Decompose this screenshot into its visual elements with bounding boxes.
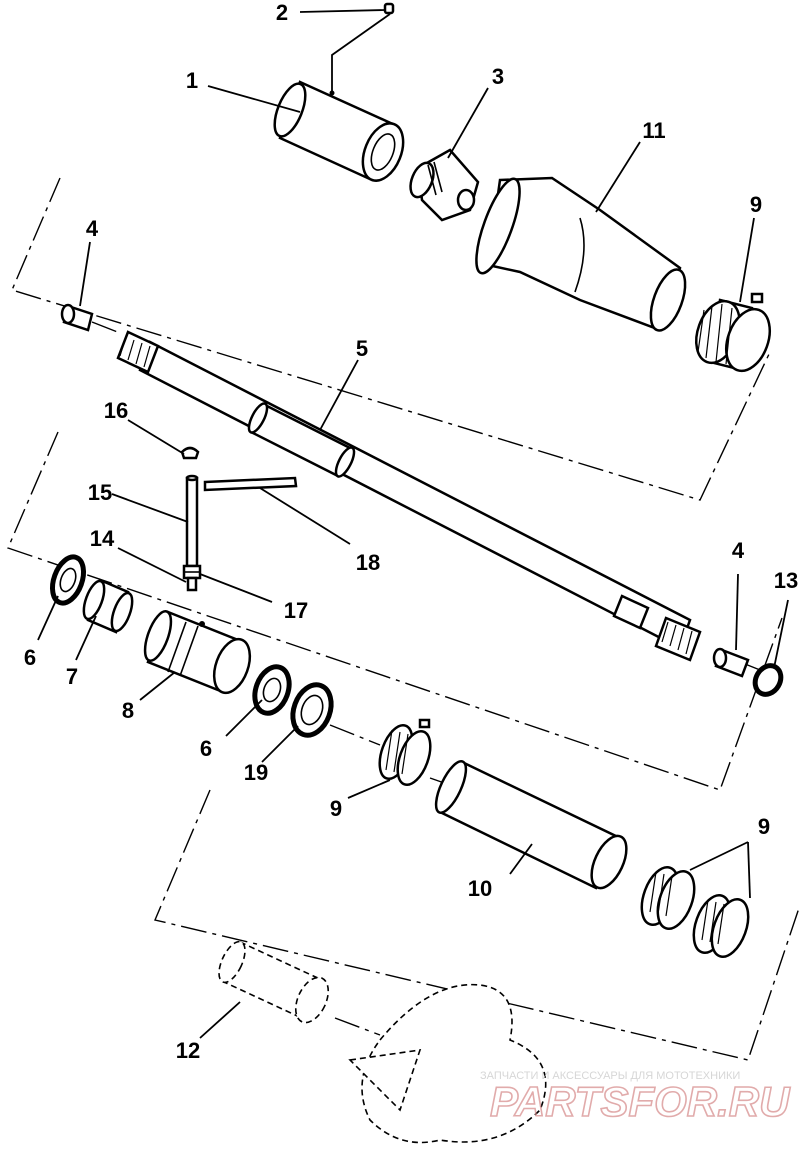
part-18-cable-tie <box>203 476 298 492</box>
part-4-plug-left <box>60 303 94 332</box>
callout-6-right: 6 <box>200 736 212 761</box>
part-4-plug-right <box>712 647 750 678</box>
watermark-tagline: ЗАПЧАСТИ И АКСЕССУАРЫ ДЛЯ МОТОТЕХНИКИ <box>480 1070 740 1082</box>
callout-9-top: 9 <box>750 192 762 217</box>
callout-4-right: 4 <box>732 538 745 563</box>
callout-3: 3 <box>492 64 504 89</box>
part-2-screw <box>383 2 395 15</box>
part-16-cap <box>180 446 200 460</box>
part-11-boot <box>475 176 687 332</box>
part-9-clamp-top <box>695 292 771 373</box>
callout-8: 8 <box>122 698 134 723</box>
part-19-bearing <box>290 682 334 738</box>
part-3-elbow-fitting <box>409 148 480 222</box>
part-6-seal-left <box>49 554 87 606</box>
part-13-o-ring <box>752 663 784 697</box>
callout-2: 2 <box>276 0 288 25</box>
callout-9-bottom: 9 <box>758 814 770 839</box>
callout-15: 15 <box>88 480 112 505</box>
part-9-clamp-bottom-2 <box>692 894 750 958</box>
callouts: 2 1 3 11 9 4 5 16 15 14 18 4 13 17 6 7 8… <box>24 0 798 1063</box>
part-7-bushing <box>82 578 134 634</box>
callout-18: 18 <box>356 550 380 575</box>
callout-14: 14 <box>90 526 115 551</box>
part-10-tube <box>434 760 628 890</box>
part-9-clamp-bottom-1 <box>640 866 696 930</box>
part-9-clamp-middle <box>378 718 432 786</box>
callout-10: 10 <box>468 876 492 901</box>
callout-9-middle: 9 <box>330 796 342 821</box>
part-5-driveshaft <box>116 330 702 662</box>
callout-7: 7 <box>66 664 78 689</box>
callout-13: 13 <box>774 568 798 593</box>
callout-6-left: 6 <box>24 645 36 670</box>
part-15-grease-tube <box>185 474 199 568</box>
part-6-seal-right <box>252 664 292 716</box>
part-1-housing <box>273 80 405 182</box>
callout-5: 5 <box>356 336 368 361</box>
impeller-blades <box>348 983 547 1144</box>
part-12-impeller-hub <box>218 940 330 1024</box>
part-8-bearing-housing <box>143 610 252 695</box>
callout-1: 1 <box>186 68 198 93</box>
watermark: ЗАПЧАСТИ И АКСЕССУАРЫ ДЛЯ МОТОТЕХНИКИ PA… <box>480 1070 792 1126</box>
callout-19: 19 <box>244 760 268 785</box>
callout-11: 11 <box>642 118 665 143</box>
callout-12: 12 <box>176 1038 200 1063</box>
watermark-site: PARTSFOR.RU <box>490 1078 791 1125</box>
callout-17: 17 <box>284 598 308 623</box>
leader-lines <box>37 9 789 1039</box>
callout-16: 16 <box>104 398 128 423</box>
part-14-nipple <box>186 576 198 592</box>
callout-4-left: 4 <box>86 216 99 241</box>
part-17-fitting <box>182 564 202 580</box>
